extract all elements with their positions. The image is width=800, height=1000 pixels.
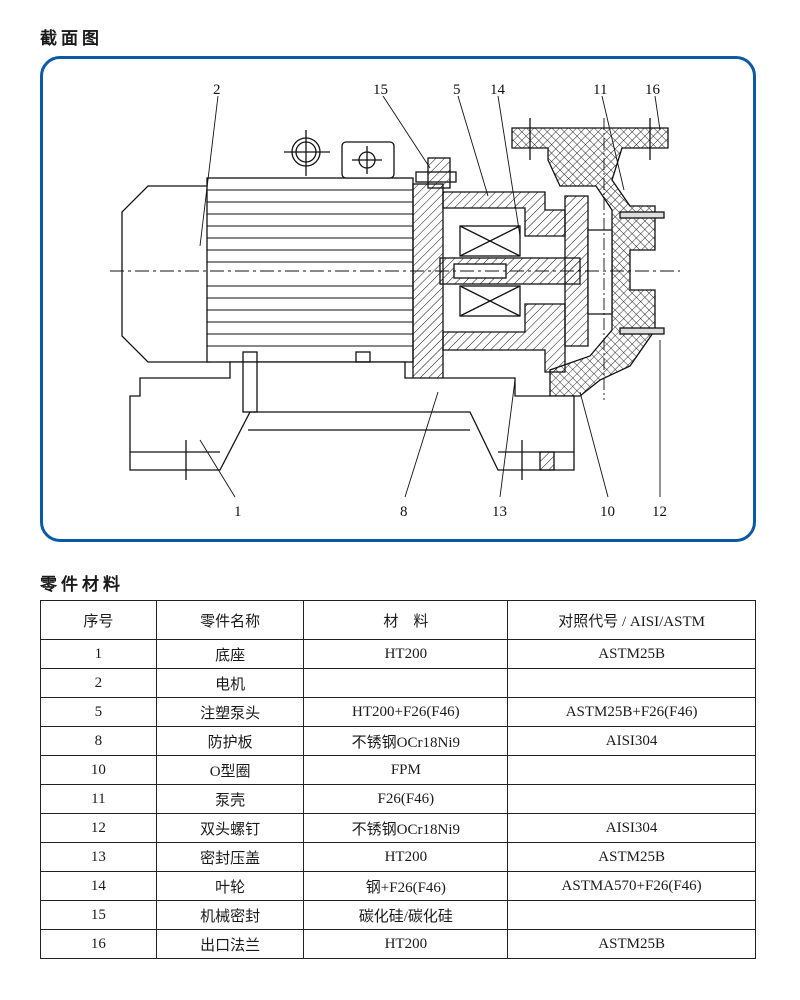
header-no: 序号 [40,600,157,640]
cell-code: AISI304 [507,726,756,756]
cell-code: AISI304 [507,813,756,843]
cell-name: 叶轮 [155,871,305,901]
cell-name: 机械密封 [155,900,305,930]
cell-material: 钢+F26(F46) [303,871,509,901]
cell-no: 13 [40,842,157,872]
cell-name: 底座 [155,639,305,669]
cell-material: HT200+F26(F46) [303,697,509,727]
cell-no: 2 [40,668,157,698]
cell-code: ASTM25B [507,639,756,669]
cell-name: O型圈 [155,755,305,785]
cell-material: HT200 [303,929,509,959]
cell-material: 碳化硅/碳化硅 [303,900,509,930]
cell-material: HT200 [303,639,509,669]
callout-16: 16 [645,82,661,98]
cell-code [507,668,756,698]
drawing-frame [40,56,756,542]
cell-code [507,755,756,785]
cell-no: 1 [40,639,157,669]
cell-name: 出口法兰 [155,929,305,959]
cell-material: 不锈钢OCr18Ni9 [303,813,509,843]
callout-8: 8 [400,504,408,520]
cell-code [507,900,756,930]
cell-code: ASTM25B [507,929,756,959]
cell-code: ASTMA570+F26(F46) [507,871,756,901]
callout-12: 12 [652,504,667,520]
cell-material: FPM [303,755,509,785]
cell-no: 10 [40,755,157,785]
cell-name: 泵壳 [155,784,305,814]
cell-code [507,784,756,814]
callout-10: 10 [600,504,615,520]
cell-no: 11 [40,784,157,814]
table-header-row: 序号 零件名称 材 料 对照代号 / AISI/ASTM [40,600,756,640]
callout-13: 13 [492,504,507,520]
cell-name: 密封压盖 [155,842,305,872]
cell-code: ASTM25B+F26(F46) [507,697,756,727]
cell-no: 8 [40,726,157,756]
callout-2: 2 [213,82,221,98]
callout-5: 5 [453,82,461,98]
pump-cross-section-drawing: 2 15 5 14 11 16 1 8 13 10 12 [110,82,680,520]
callout-1: 1 [234,504,242,520]
cell-no: 5 [40,697,157,727]
cell-no: 16 [40,929,157,959]
header-part-name: 零件名称 [155,600,305,640]
callout-14: 14 [490,82,506,98]
cell-no: 12 [40,813,157,843]
cell-material: 不锈钢OCr18Ni9 [303,726,509,756]
cell-material: HT200 [303,842,509,872]
callout-11: 11 [593,82,607,98]
cell-name: 双头螺钉 [155,813,305,843]
cell-code: ASTM25B [507,842,756,872]
cell-no: 14 [40,871,157,901]
cell-name: 防护板 [155,726,305,756]
header-material: 材 料 [303,600,509,640]
section-title-parts-materials: 零件材料 [40,575,124,595]
section-title-cross-section: 截面图 [40,29,103,49]
cell-no: 15 [40,900,157,930]
cell-name: 注塑泵头 [155,697,305,727]
cell-material: F26(F46) [303,784,509,814]
cell-material [303,668,509,698]
callout-15: 15 [373,82,388,98]
cell-name: 电机 [155,668,305,698]
header-code: 对照代号 / AISI/ASTM [507,600,756,640]
